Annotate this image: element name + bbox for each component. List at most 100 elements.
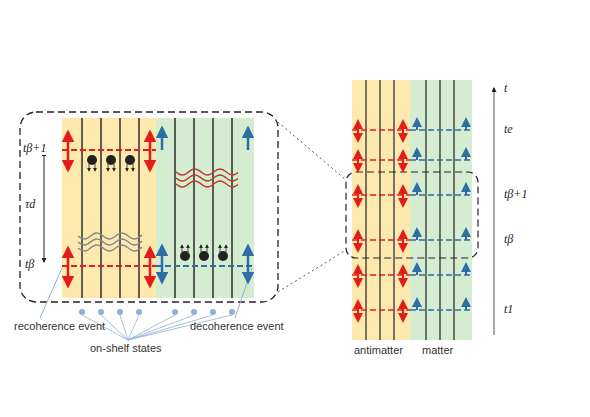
- spin-arrow: [357, 151, 359, 160]
- spin-arrow: [95, 164, 96, 171]
- zoom-leader: [278, 250, 346, 292]
- event-line: [410, 309, 472, 311]
- zoom-leader: [278, 122, 346, 180]
- wave-line: [78, 233, 142, 239]
- particle: [199, 251, 209, 261]
- matter-band: [156, 118, 254, 298]
- state-line: [212, 118, 213, 298]
- spin-arrow: [357, 275, 359, 286]
- event-line: [410, 159, 472, 161]
- spin-arrow: [465, 264, 467, 275]
- event-line: [352, 239, 410, 241]
- spin-arrow: [201, 245, 202, 252]
- spin-arrow: [89, 164, 90, 171]
- particle: [180, 251, 190, 261]
- spin-arrow: [402, 240, 404, 251]
- state-line: [365, 80, 366, 340]
- spin-arrow: [402, 266, 404, 275]
- interval-arrow: [44, 152, 45, 262]
- wave-line: [176, 169, 238, 175]
- spin-arrow: [357, 160, 359, 171]
- spin-arrow: [465, 299, 467, 310]
- wave-line: [176, 175, 238, 181]
- state-line: [100, 118, 101, 298]
- spin-arrow: [465, 149, 467, 160]
- spin-arrow: [357, 310, 359, 321]
- particle: [117, 309, 123, 315]
- particle: [79, 309, 85, 315]
- axis-label: t: [503, 82, 508, 95]
- state-line: [393, 80, 394, 340]
- time-label: tβ: [503, 233, 514, 246]
- matter-band: [410, 80, 472, 340]
- event-label: recoherence event: [14, 320, 105, 332]
- state-line: [379, 80, 380, 340]
- spin-arrow: [402, 160, 404, 171]
- spin-arrow: [357, 121, 359, 130]
- time-label: tβ: [24, 258, 35, 271]
- spin-arrow: [67, 150, 70, 170]
- particle: [210, 309, 216, 315]
- event-line: [410, 274, 472, 276]
- spin-arrow: [416, 119, 418, 130]
- spin-arrow: [357, 130, 359, 141]
- antimatter-band: antimatter: [352, 80, 410, 340]
- spin-arrow: [247, 128, 250, 150]
- spin-arrow: [127, 164, 128, 171]
- spin-arrow: [357, 301, 359, 310]
- event-line: [410, 129, 472, 131]
- particle: [218, 251, 228, 261]
- spin-arrow: [402, 275, 404, 286]
- event-line: [352, 274, 410, 276]
- state-line: [439, 80, 440, 340]
- particle: [106, 155, 116, 165]
- particle: [98, 309, 104, 315]
- particle: [87, 155, 97, 165]
- spin-arrow: [161, 246, 164, 266]
- spin-arrow: [67, 266, 70, 286]
- leader-line: [128, 315, 194, 340]
- spin-arrow: [67, 248, 70, 266]
- spin-arrow: [67, 132, 70, 150]
- event-line: [352, 194, 410, 196]
- leader-line: [128, 315, 175, 340]
- time-label: t1: [503, 303, 514, 316]
- leader-line: [40, 268, 62, 318]
- particle: [229, 309, 235, 315]
- band-label: antimatter: [354, 344, 403, 356]
- spin-arrow: [465, 229, 467, 240]
- event-line: [352, 129, 410, 131]
- matter-band: matter: [410, 80, 472, 340]
- spin-arrow: [402, 195, 404, 206]
- spin-arrow: [161, 128, 164, 150]
- spin-arrow: [149, 248, 152, 266]
- state-line: [119, 118, 120, 298]
- spin-arrow: [357, 240, 359, 251]
- spin-arrow: [416, 184, 418, 195]
- spin-arrow: [133, 164, 134, 171]
- event-label: decoherence event: [190, 320, 284, 332]
- spin-arrow: [161, 266, 164, 282]
- spin-arrow: [402, 151, 404, 160]
- leader-line: [235, 268, 252, 318]
- spin-arrow: [402, 310, 404, 321]
- spin-arrow: [402, 121, 404, 130]
- spin-arrow: [416, 229, 418, 240]
- spin-arrow: [149, 150, 152, 170]
- spin-arrow: [207, 245, 208, 252]
- particle: [136, 309, 142, 315]
- wave-line: [176, 181, 238, 187]
- time-label: te: [503, 123, 514, 136]
- event-line: [62, 265, 156, 267]
- spin-arrow: [465, 119, 467, 130]
- spin-arrow: [357, 186, 359, 195]
- spin-arrow: [114, 164, 115, 171]
- spin-arrow: [149, 266, 152, 286]
- spin-arrow: [188, 245, 189, 252]
- state-label: on-shelf states: [90, 342, 162, 354]
- wave-line: [78, 245, 142, 251]
- spin-arrow: [402, 186, 404, 195]
- state-line: [81, 118, 82, 298]
- antimatter-band: [352, 80, 410, 340]
- event-line: [410, 239, 472, 241]
